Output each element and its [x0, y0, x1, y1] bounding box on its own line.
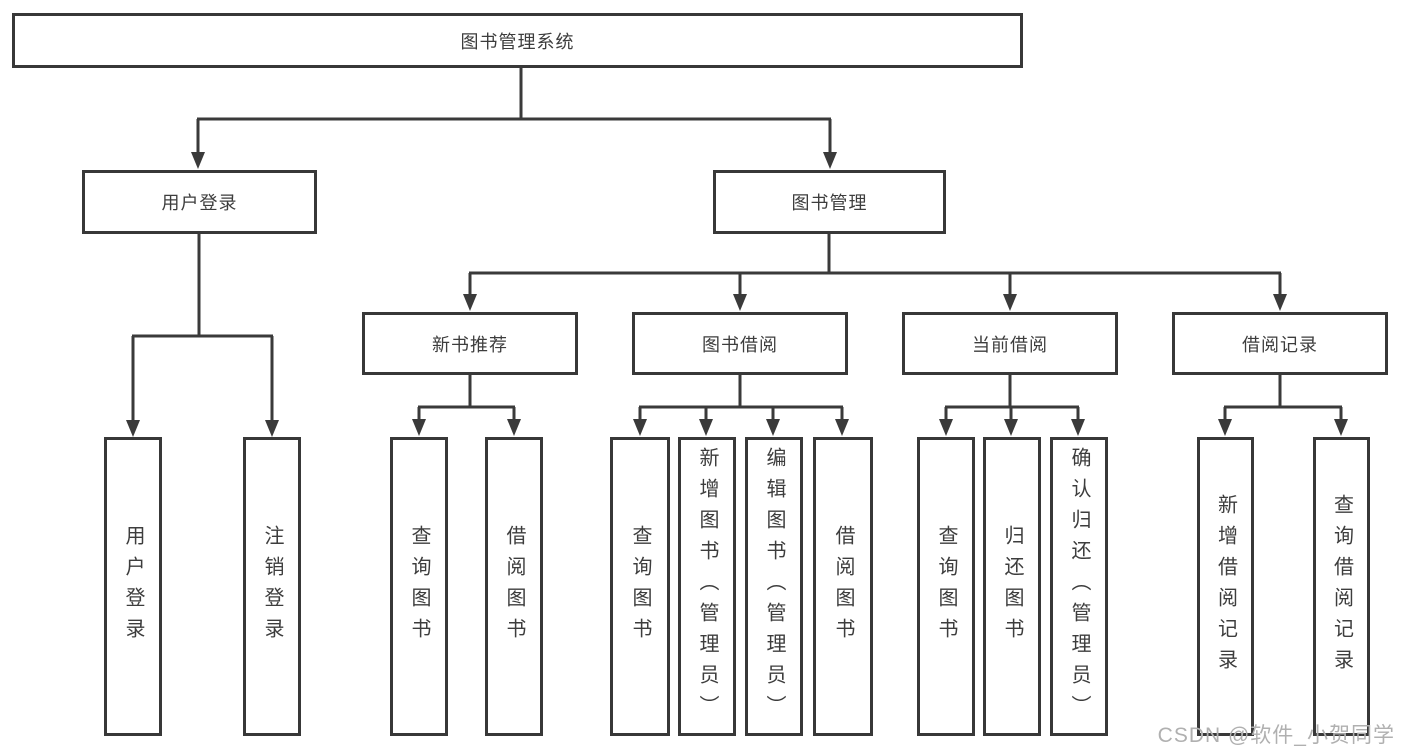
- node-new-book-recommendation: 新书推荐: [362, 312, 578, 375]
- leaf-logout: 注销登录: [243, 437, 301, 736]
- leaf-borrowing-add-book-admin: 新增图书（管理员）: [678, 437, 736, 736]
- node-borrowing-records: 借阅记录: [1172, 312, 1388, 375]
- arrowhead: [1071, 419, 1085, 436]
- arrowhead: [835, 419, 849, 436]
- arrowhead: [733, 294, 747, 311]
- arrowhead: [1004, 419, 1018, 436]
- arrowhead: [265, 420, 279, 437]
- leaf-records-add-borrow-record: 新增借阅记录: [1197, 437, 1254, 736]
- node-library-management-system: 图书管理系统: [12, 13, 1023, 68]
- leaf-recommend-query-books: 查询图书: [390, 437, 448, 736]
- node-current-borrowing: 当前借阅: [902, 312, 1118, 375]
- leaf-current-confirm-return-admin: 确认归还（管理员）: [1050, 437, 1108, 736]
- arrowhead: [507, 419, 521, 436]
- arrowhead: [126, 420, 140, 437]
- leaf-borrowing-query-books: 查询图书: [610, 437, 670, 736]
- node-book-borrowing: 图书借阅: [632, 312, 848, 375]
- arrowhead: [1003, 294, 1017, 311]
- arrowhead: [463, 294, 477, 311]
- leaf-current-return-books: 归还图书: [983, 437, 1041, 736]
- leaf-records-query-borrow-record: 查询借阅记录: [1313, 437, 1370, 736]
- arrowhead: [191, 152, 205, 169]
- leaf-user-login: 用户登录: [104, 437, 162, 736]
- leaf-borrowing-edit-book-admin: 编辑图书（管理员）: [745, 437, 803, 736]
- csdn-watermark: CSDN @软件_小贺同学: [1157, 724, 1395, 747]
- arrowhead: [1218, 419, 1232, 436]
- leaf-recommend-borrow-books: 借阅图书: [485, 437, 543, 736]
- arrowhead: [1334, 419, 1348, 436]
- arrowhead: [412, 419, 426, 436]
- arrowhead: [633, 419, 647, 436]
- arrowhead: [699, 419, 713, 436]
- arrowhead: [1273, 294, 1287, 311]
- leaf-borrowing-borrow-books: 借阅图书: [813, 437, 873, 736]
- arrowhead: [939, 419, 953, 436]
- leaf-current-query-books: 查询图书: [917, 437, 975, 736]
- arrowhead: [766, 419, 780, 436]
- node-book-management: 图书管理: [713, 170, 946, 234]
- arrowhead: [823, 152, 837, 169]
- node-user-login: 用户登录: [82, 170, 317, 234]
